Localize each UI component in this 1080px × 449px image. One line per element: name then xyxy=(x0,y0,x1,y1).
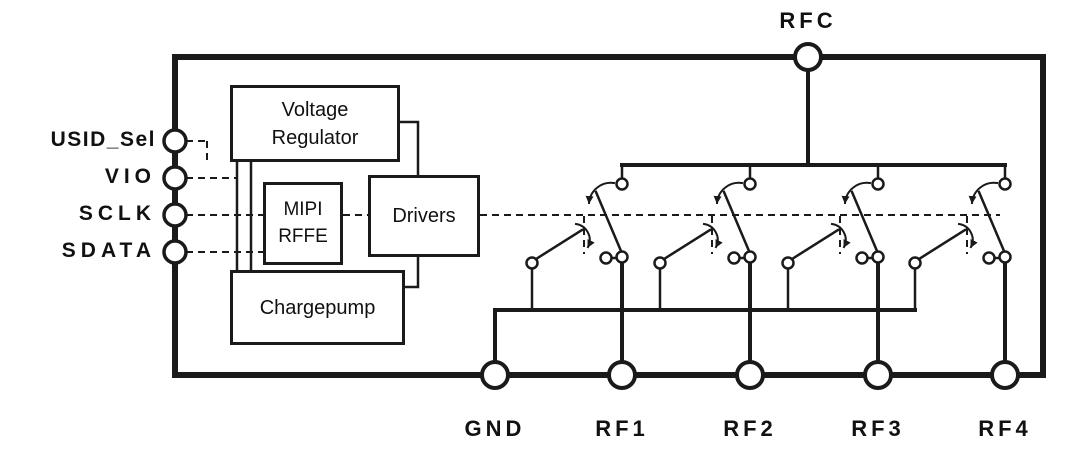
switch-terminals-rf3 xyxy=(781,177,885,270)
control-lines-dashed xyxy=(186,140,1000,254)
pin-vio-circle xyxy=(162,165,188,191)
series-switch-rf4 xyxy=(968,181,1006,253)
pin-label-vio: VIO xyxy=(104,165,156,188)
mipi-rffe-block: MIPI RFFE xyxy=(263,182,343,265)
voltage-regulator-label: Voltage Regulator xyxy=(271,98,359,149)
chargepump-label: Chargepump xyxy=(259,296,376,319)
series-switch-rf2 xyxy=(713,181,751,253)
pin-label-sdata: SDATA xyxy=(61,239,156,262)
pin-gnd-circle xyxy=(480,360,510,390)
pin-label-usid-sel: USID_Sel xyxy=(50,128,156,151)
pin-rf3-circle xyxy=(863,360,893,390)
pin-label-rf3: RF3 xyxy=(851,416,905,441)
pin-sdata-circle xyxy=(162,239,188,265)
pin-rf1-circle xyxy=(607,360,637,390)
rfc-bus xyxy=(620,68,1007,180)
pin-label-rf1: RF1 xyxy=(595,416,649,441)
switch-terminals-rf2 xyxy=(653,177,757,270)
mipi-rffe-label: MIPI RFFE xyxy=(278,198,328,247)
pin-label-rfc: RFC xyxy=(779,8,837,33)
pin-label-gnd: GND xyxy=(464,416,526,441)
series-switch-rf1 xyxy=(585,181,623,253)
pin-label-sclk: SCLK xyxy=(78,202,156,225)
chargepump-block: Chargepump xyxy=(230,270,405,345)
switch-terminals-rf4 xyxy=(908,177,1012,270)
pin-usid-sel-circle xyxy=(162,128,188,154)
series-switch-rf3 xyxy=(841,181,879,253)
drivers-label: Drivers xyxy=(392,205,456,227)
drivers-block: Drivers xyxy=(368,175,480,257)
pin-rfc-circle xyxy=(793,42,823,72)
pin-rf4-circle xyxy=(990,360,1020,390)
pin-label-rf4: RF4 xyxy=(978,416,1032,441)
pin-rf2-circle xyxy=(735,360,765,390)
pin-label-rf2: RF2 xyxy=(723,416,777,441)
gnd-bus xyxy=(493,266,917,364)
voltage-regulator-block: Voltage Regulator xyxy=(230,85,400,162)
pin-circles xyxy=(162,42,1020,390)
switch-terminals-rf1 xyxy=(525,177,629,270)
pin-sclk-circle xyxy=(162,202,188,228)
